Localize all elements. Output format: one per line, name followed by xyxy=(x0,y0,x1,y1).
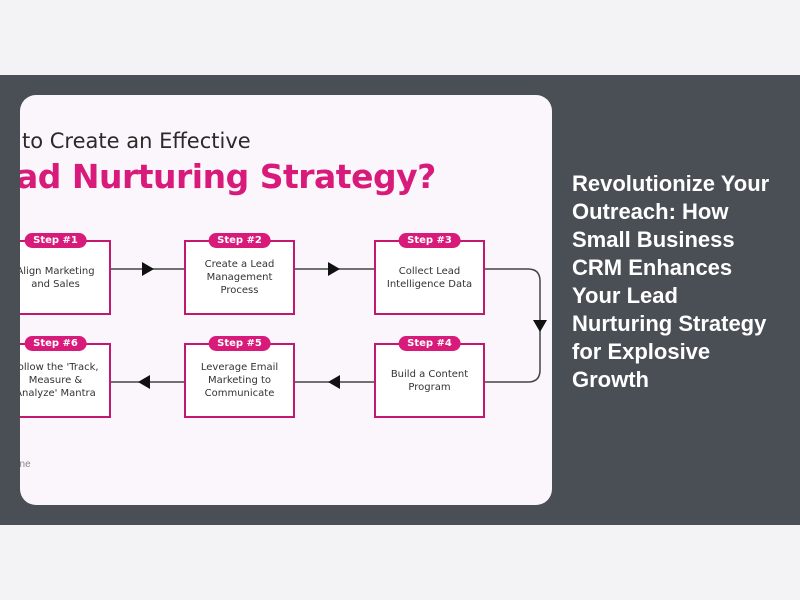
flow-connectors xyxy=(111,262,547,389)
step-2-box: Step #2 Create a Lead Management Process xyxy=(184,233,295,315)
arrow-left-icon xyxy=(328,375,340,389)
step-1-box: Step #1 Align Marketing and Sales xyxy=(20,233,111,315)
step-badge: Step #2 xyxy=(208,233,271,248)
image-footer-logo: ane xyxy=(20,459,31,470)
step-3-box: Step #3 Collect Lead Intelligence Data xyxy=(374,233,485,315)
step-text: Leverage Email Marketing to Communicate xyxy=(200,362,279,399)
infographic-title-line2: ad Nurturing Strategy? xyxy=(20,157,436,196)
step-badge: Step #4 xyxy=(398,336,461,351)
arrow-left-icon xyxy=(138,375,150,389)
step-5-box: Step #5 Leverage Email Marketing to Commu… xyxy=(184,336,295,418)
step-6-box: Step #6 Follow the 'Track, Measure & Anal… xyxy=(20,336,111,418)
step-text: Follow the 'Track, Measure & Analyze' Ma… xyxy=(20,362,99,399)
arrow-right-icon xyxy=(142,262,154,276)
step-badge: Step #1 xyxy=(24,233,87,248)
arrow-down-icon xyxy=(533,320,547,332)
step-text: Collect Lead Intelligence Data xyxy=(386,265,473,290)
featured-image: to Create an Effective ad Nurturing Stra… xyxy=(20,95,552,505)
step-text: Align Marketing and Sales xyxy=(20,265,95,290)
article-headline[interactable]: Revolutionize Your Outreach: How Small B… xyxy=(572,171,770,392)
infographic-title-line1: to Create an Effective xyxy=(22,129,251,153)
step-badge: Step #5 xyxy=(208,336,271,351)
step-badge: Step #6 xyxy=(24,336,87,351)
step-badge: Step #3 xyxy=(398,233,461,248)
step-4-box: Step #4 Build a Content Program xyxy=(374,336,485,418)
step-text: Build a Content Program xyxy=(390,368,469,393)
step-text: Create a Lead Management Process xyxy=(204,259,275,296)
arrow-right-icon xyxy=(328,262,340,276)
